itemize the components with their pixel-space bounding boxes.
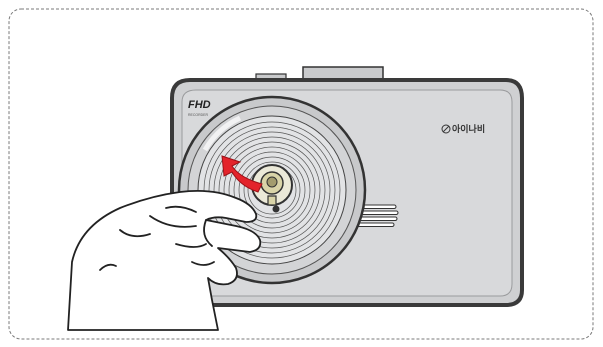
brand-name: 아이나비: [452, 123, 485, 135]
fhd-label: FHD: [188, 99, 211, 111]
fhd-badge: FHD RECORDER: [188, 99, 211, 117]
recorder-label: RECORDER: [188, 113, 209, 117]
hand-icon: [68, 191, 260, 330]
